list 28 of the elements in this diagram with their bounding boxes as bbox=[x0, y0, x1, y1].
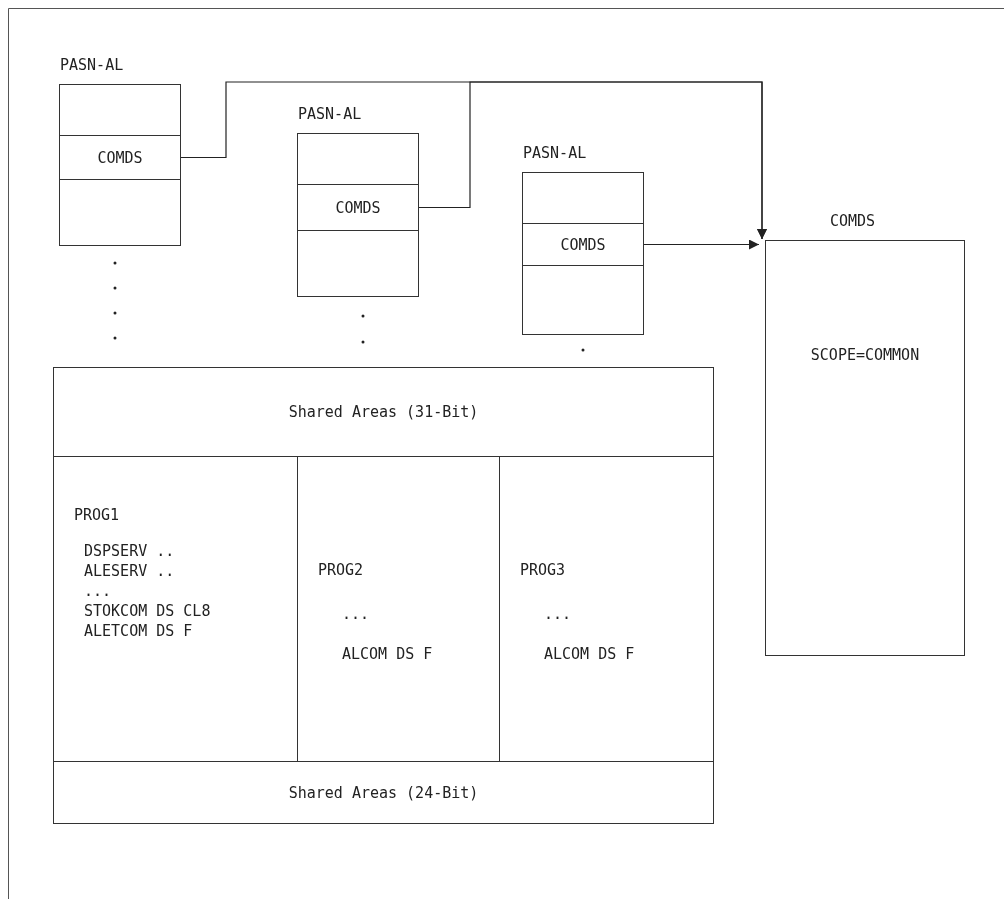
code-line: STOKCOM DS CL8 bbox=[84, 601, 211, 621]
table-row bbox=[298, 184, 418, 231]
code-line: ... bbox=[342, 604, 370, 624]
box-heading: PASN-AL bbox=[523, 143, 587, 163]
code-line: ALETCOM DS F bbox=[84, 621, 193, 641]
program-name: PROG1 bbox=[74, 505, 120, 525]
row-label: COMDS bbox=[560, 234, 606, 255]
code-line: ALCOM DS F bbox=[342, 644, 433, 664]
code-line: ... bbox=[544, 604, 572, 624]
box-heading: PASN-AL bbox=[298, 104, 362, 124]
box-heading: PASN-AL bbox=[60, 55, 124, 75]
row-label: COMDS bbox=[335, 197, 381, 218]
box-heading: COMDS bbox=[830, 211, 876, 231]
code-line: ALESERV .. bbox=[84, 561, 175, 581]
table-row bbox=[60, 135, 180, 180]
box-label: SCOPE=COMMON bbox=[809, 345, 921, 365]
program-name: PROG2 bbox=[318, 560, 364, 580]
code-line: ALCOM DS F bbox=[544, 644, 635, 664]
program-name: PROG3 bbox=[520, 560, 566, 580]
code-line: ... bbox=[84, 581, 112, 601]
row-label: COMDS bbox=[97, 147, 143, 168]
arrow bbox=[643, 239, 760, 250]
memory-map-box bbox=[53, 367, 714, 824]
area-label: Shared Areas (24-Bit) bbox=[288, 782, 479, 803]
table-row bbox=[523, 223, 643, 266]
area-label: Shared Areas (31-Bit) bbox=[288, 402, 479, 422]
code-line: DSPSERV .. bbox=[84, 541, 175, 561]
arrow bbox=[418, 81, 767, 240]
